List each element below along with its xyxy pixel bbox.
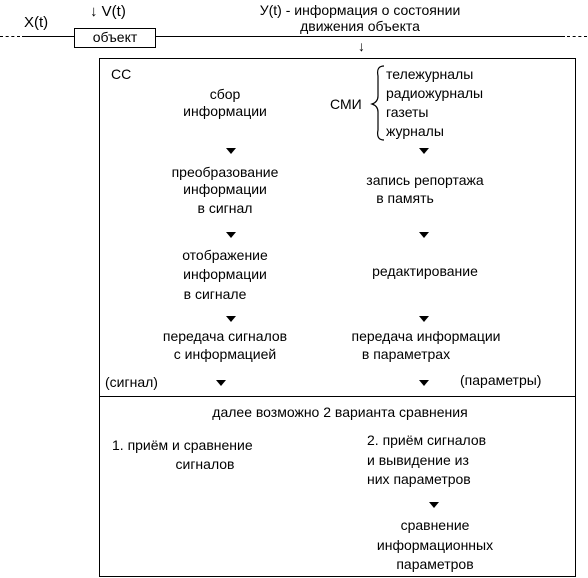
option-1-line-1: 1. приём и сравнение bbox=[112, 437, 253, 453]
output-line bbox=[155, 36, 565, 37]
option-2-result-line-1: сравнение bbox=[400, 517, 470, 533]
left-step-4-line-2: с информацией bbox=[173, 346, 277, 362]
option-1-line-2: сигналов bbox=[175, 456, 235, 472]
right-arrow-4 bbox=[419, 380, 429, 386]
down-arrow-to-system: ↓ bbox=[358, 38, 365, 54]
option-2-line-3: них параметров bbox=[367, 471, 471, 487]
input-dashed-line-left bbox=[0, 36, 20, 37]
left-arrow-4 bbox=[216, 380, 226, 386]
output-right-label: (параметры) bbox=[460, 372, 542, 388]
comparison-heading: далее возможно 2 варианта сравнения bbox=[212, 404, 468, 420]
right-step-1-line-1: запись репортажа bbox=[366, 172, 484, 188]
smi-item-1: тележурналы bbox=[386, 66, 474, 82]
output-dashed-line-right bbox=[567, 36, 587, 37]
object-label: объект bbox=[92, 29, 138, 45]
smi-item-2: радиожурналы bbox=[386, 85, 484, 101]
left-step-4-line-1: передача сигналов bbox=[162, 328, 288, 344]
left-arrow-1 bbox=[226, 148, 236, 154]
left-step-3-line-2: информации bbox=[183, 266, 267, 282]
right-arrow-1 bbox=[419, 148, 429, 154]
smi-item-3: газеты bbox=[386, 104, 429, 120]
y-caption-line-2: движения объекта bbox=[300, 18, 420, 34]
system-label: СС bbox=[111, 66, 132, 82]
left-step-1-line-2: информации bbox=[183, 103, 267, 119]
x-label: X(t) bbox=[24, 14, 49, 31]
left-step-3-line-1: отображение bbox=[182, 247, 268, 263]
output-left-label: (сигнал) bbox=[105, 374, 158, 390]
v-label: ↓ V(t) bbox=[90, 3, 126, 20]
right-arrow-3 bbox=[419, 316, 429, 322]
right-arrow-2 bbox=[419, 232, 429, 238]
left-step-3-line-3: в сигнале bbox=[183, 286, 247, 302]
smi-item-4: журналы bbox=[386, 123, 444, 139]
right-step-2-line-1: редактирование bbox=[372, 263, 478, 279]
left-step-2-line-1: преобразование bbox=[171, 164, 279, 180]
option-2-line-2: и вывидение из bbox=[367, 452, 469, 468]
left-arrow-3 bbox=[226, 316, 236, 322]
system-box bbox=[99, 58, 576, 577]
option-2-arrow bbox=[429, 502, 439, 508]
left-step-2-line-2: информации bbox=[183, 181, 267, 197]
y-caption-line-1: У(t) - информация о состоянии bbox=[259, 2, 461, 18]
left-step-2-line-3: в сигнал bbox=[197, 200, 253, 216]
left-arrow-2 bbox=[226, 232, 236, 238]
input-line bbox=[22, 36, 74, 37]
option-2-line-1: 2. приём сигналов bbox=[367, 432, 487, 448]
object-box: объект bbox=[74, 28, 156, 48]
separator-line bbox=[99, 396, 575, 397]
left-step-1-line-1: сбор bbox=[209, 86, 241, 102]
smi-label: СМИ bbox=[330, 96, 362, 112]
right-step-3-line-1: передача информации bbox=[351, 328, 501, 344]
option-2-result-line-3: параметров bbox=[396, 556, 474, 572]
right-step-1-line-2: в память bbox=[376, 190, 434, 206]
right-step-3-line-2: в параметрах bbox=[361, 346, 451, 362]
option-2-result-line-2: информационных bbox=[376, 537, 494, 553]
